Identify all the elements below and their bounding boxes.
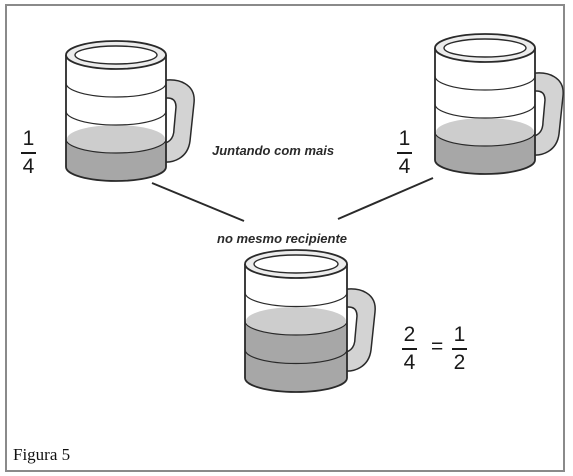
mug-outline xyxy=(65,55,167,182)
fraction-denominator: 2 xyxy=(453,351,466,374)
fraction-numerator: 2 xyxy=(403,323,416,346)
mug-outline xyxy=(434,48,536,175)
fraction-bar xyxy=(397,152,412,154)
quarter-mark xyxy=(434,131,536,147)
liquid-surface xyxy=(67,125,165,153)
fraction-numerator: 1 xyxy=(453,323,466,346)
fraction-denominator: 4 xyxy=(22,155,35,178)
equals-sign: = xyxy=(431,335,444,358)
fraction-right-cup: 1 4 xyxy=(397,128,412,178)
quarter-mark xyxy=(65,82,167,98)
fraction-denominator: 4 xyxy=(398,155,411,178)
liquid xyxy=(66,139,166,181)
quarter-mark xyxy=(65,110,167,126)
mug-opening xyxy=(253,254,339,274)
quarter-mark xyxy=(434,103,536,119)
quarter-mark xyxy=(244,349,348,365)
mug-opening xyxy=(74,45,158,65)
cup-result xyxy=(244,249,376,393)
fraction-numerator: 1 xyxy=(22,127,35,150)
connector-line-left xyxy=(151,182,245,222)
mug-opening xyxy=(443,38,527,58)
fraction-bar xyxy=(452,348,467,350)
figure-caption: Figura 5 xyxy=(13,445,71,464)
connector-line-right xyxy=(337,177,434,220)
fraction-bar xyxy=(402,348,417,350)
quarter-mark xyxy=(244,292,348,308)
liquid xyxy=(435,132,535,174)
quarter-mark xyxy=(244,320,348,336)
fraction-bar xyxy=(21,152,36,154)
cup-left xyxy=(65,40,195,182)
cup-right xyxy=(434,33,564,175)
liquid-surface xyxy=(246,307,346,335)
label-combine: Juntando com mais xyxy=(212,143,335,158)
fraction-numerator: 1 xyxy=(398,127,411,150)
mug-outline xyxy=(244,264,348,393)
quarter-mark xyxy=(65,138,167,154)
liquid xyxy=(245,321,347,392)
label-container: no mesmo recipiente xyxy=(217,231,348,246)
fraction-result-left: 2 4 xyxy=(402,324,417,374)
fraction-left-cup: 1 4 xyxy=(21,128,36,178)
fraction-denominator: 4 xyxy=(403,351,416,374)
cups-layer xyxy=(65,33,564,393)
liquid-surface xyxy=(436,118,534,146)
fraction-result-right: 1 2 xyxy=(452,324,467,374)
quarter-mark xyxy=(434,75,536,91)
